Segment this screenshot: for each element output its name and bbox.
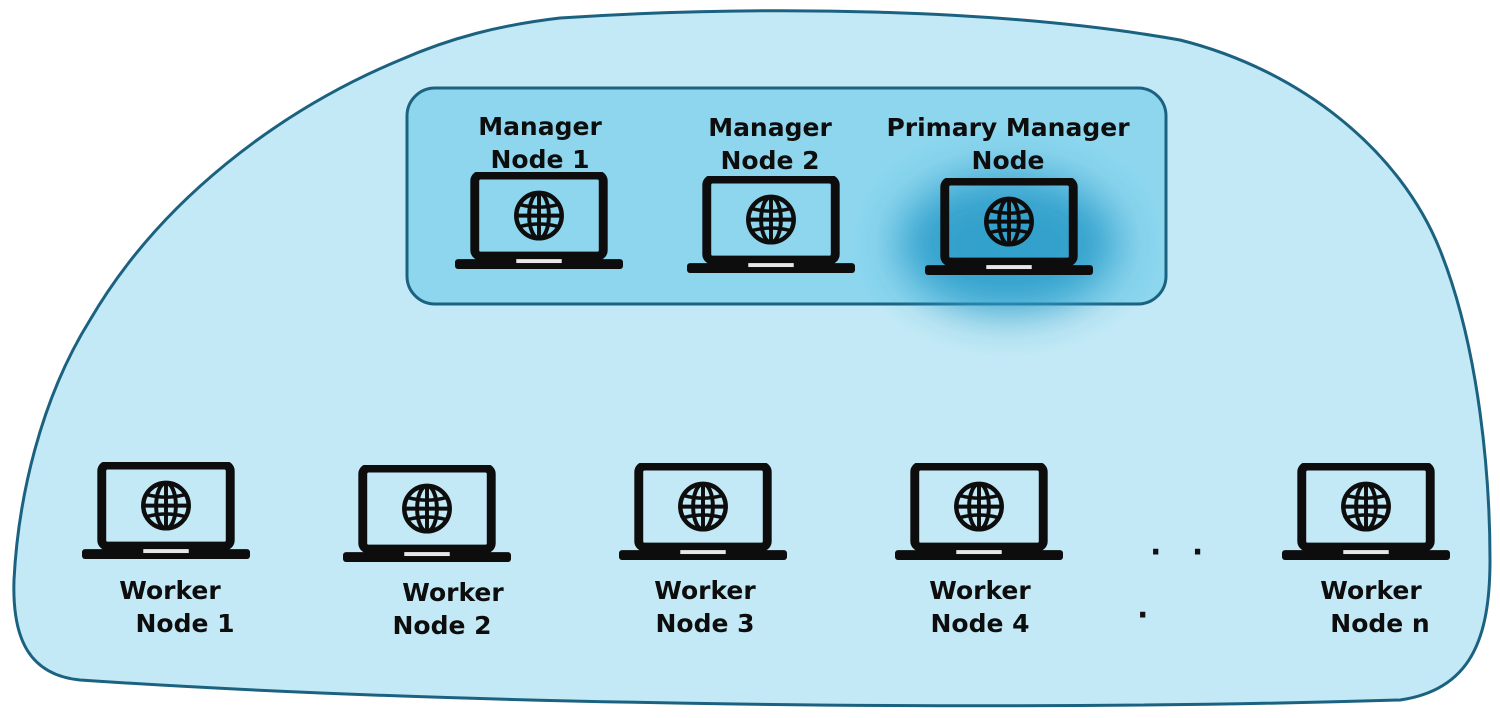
worker-node-n-label: Worker Node n xyxy=(1320,576,1430,638)
ellipsis-dots-bottom: · xyxy=(1137,598,1159,633)
worker-node-4-label: Worker Node 4 xyxy=(929,576,1031,638)
primary-manager-node-label: Primary Manager Node xyxy=(886,113,1130,175)
worker-node-3-label: Worker Node 3 xyxy=(654,576,756,638)
ellipsis-dots-top: · · xyxy=(1150,535,1214,570)
worker-node-1-label: Worker Node 1 xyxy=(119,576,235,638)
manager-node-2-label: Manager Node 2 xyxy=(708,113,832,175)
worker-node-2-label: Worker Node 2 xyxy=(392,578,504,640)
manager-node-1-label: Manager Node 1 xyxy=(478,112,602,174)
